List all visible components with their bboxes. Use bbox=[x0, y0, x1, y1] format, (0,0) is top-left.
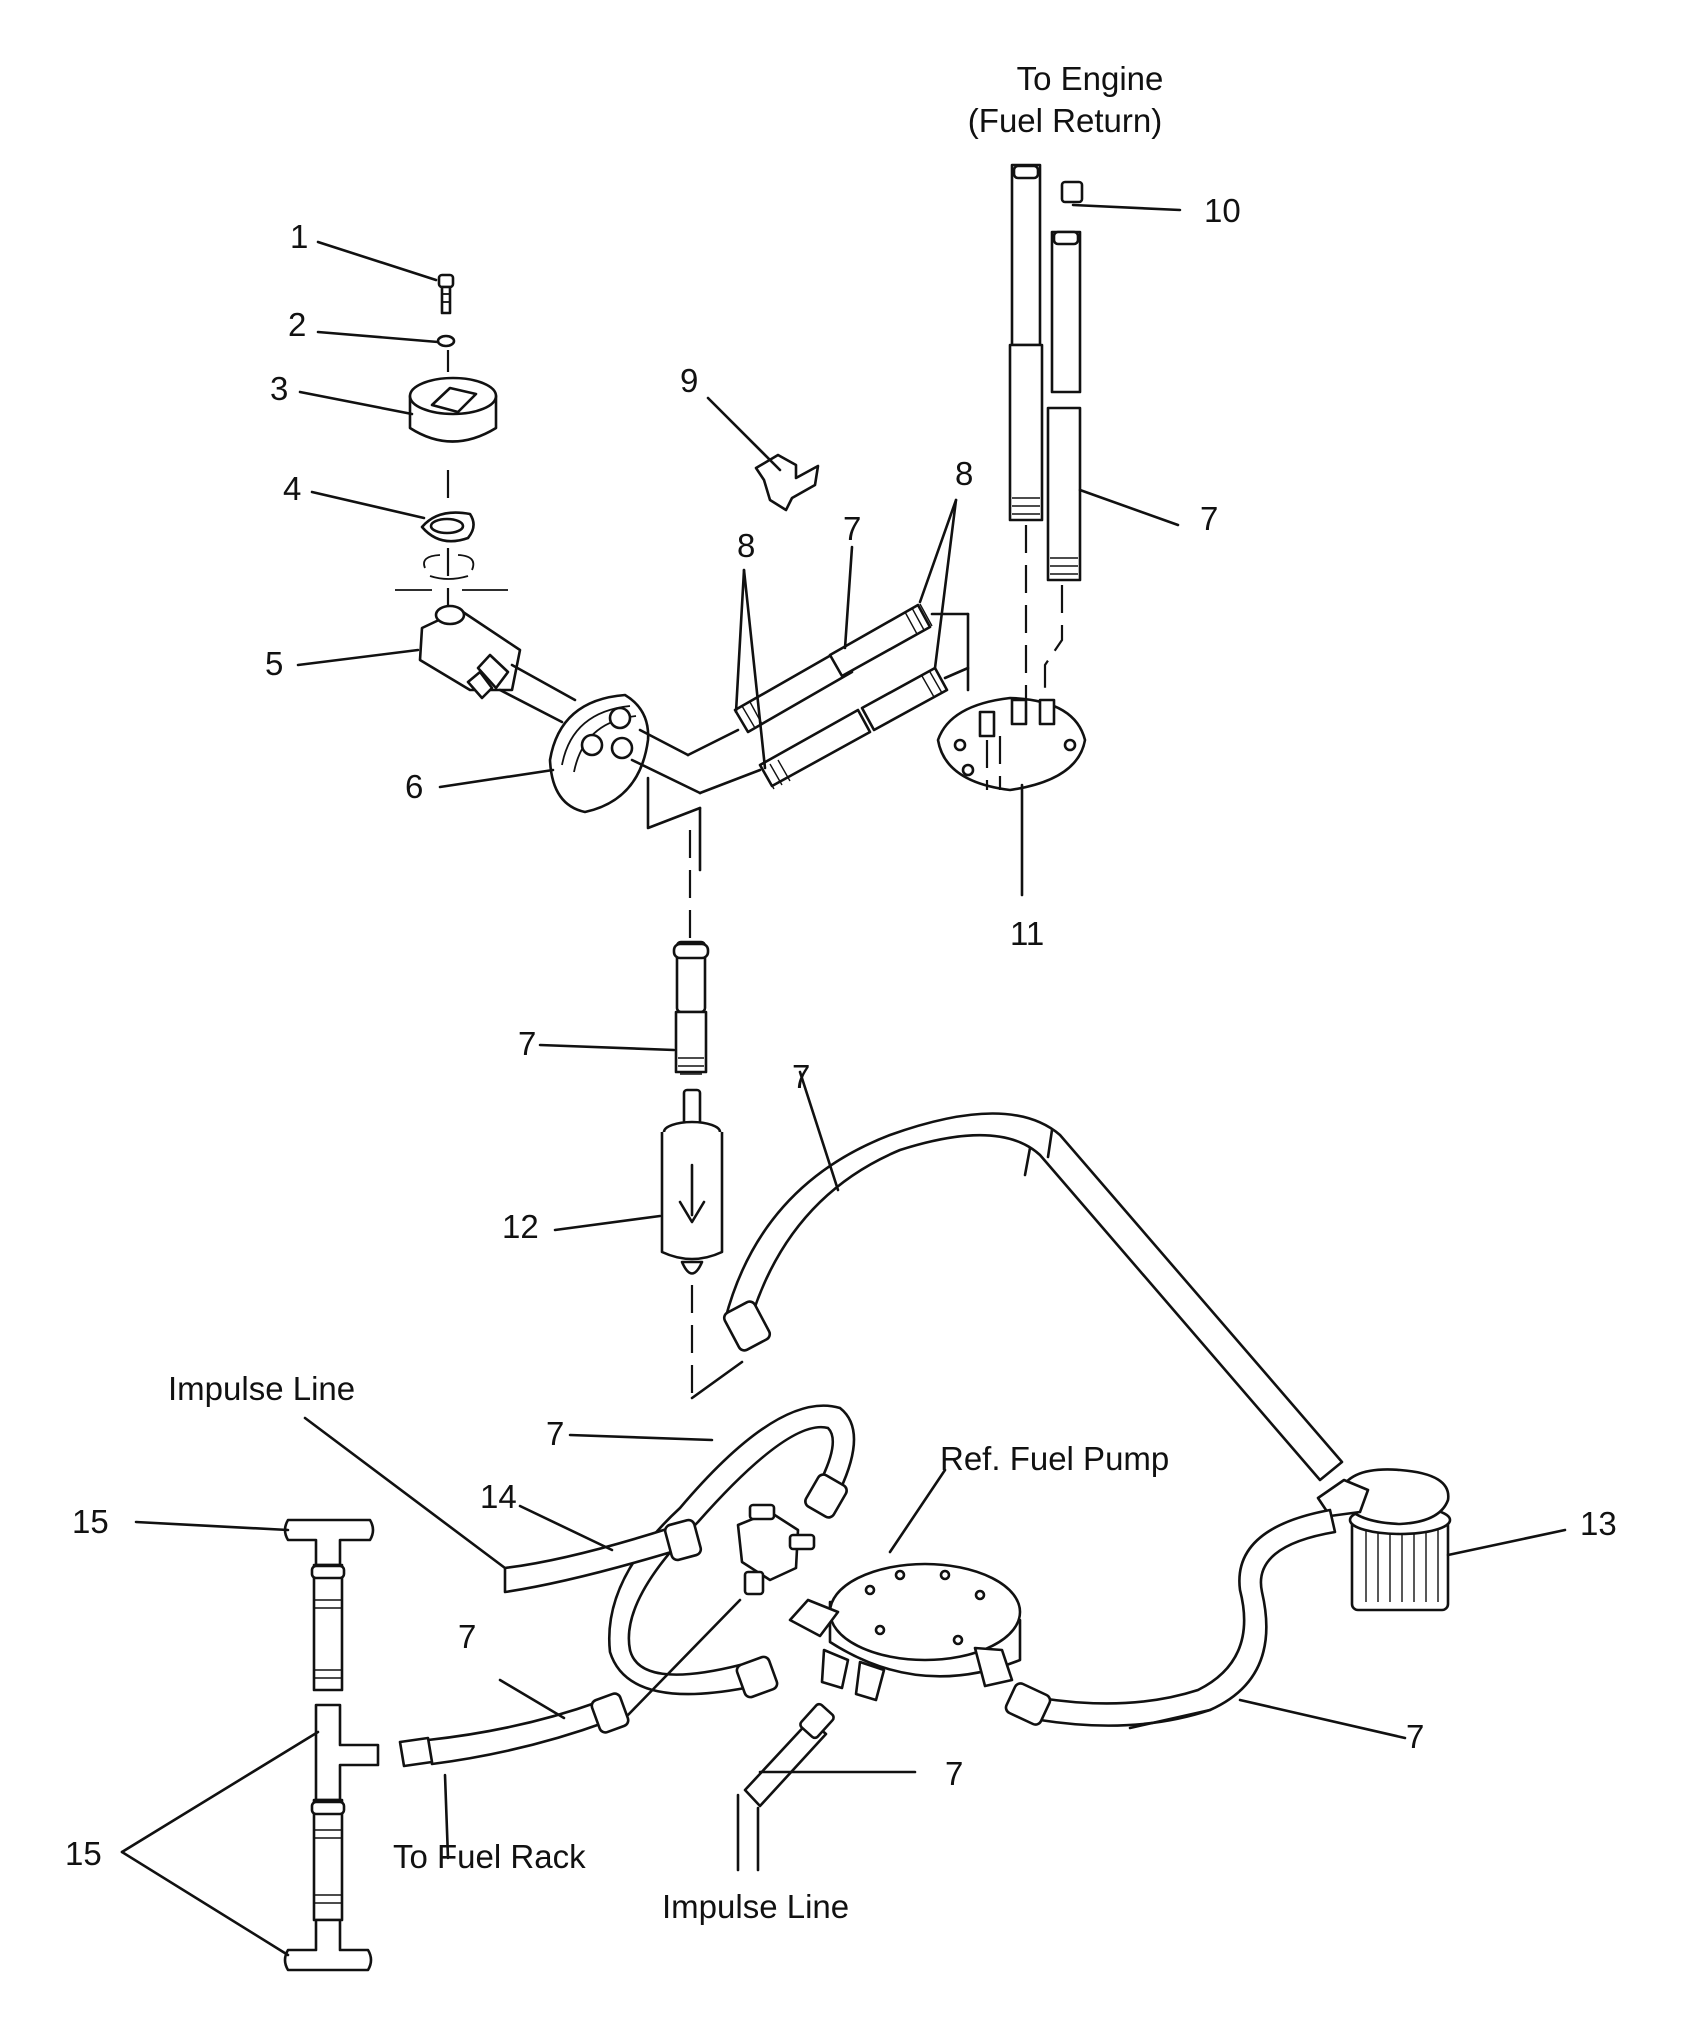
filter-inlet-hose bbox=[672, 940, 710, 1132]
long-feed-hose bbox=[722, 1112, 1344, 1482]
callout-5: 5 bbox=[265, 645, 283, 682]
fuel-filter bbox=[660, 1120, 724, 1275]
callout-10: 10 bbox=[1204, 192, 1241, 229]
callout-7-d: 7 bbox=[792, 1058, 810, 1095]
callout-7-b: 7 bbox=[1200, 500, 1218, 537]
callout-2: 2 bbox=[288, 306, 306, 343]
callout-14: 14 bbox=[480, 1478, 517, 1515]
callout-1: 1 bbox=[290, 218, 308, 255]
fuel-pump bbox=[788, 1562, 1022, 1702]
leader-lines bbox=[120, 203, 1567, 1957]
tee-fitting-top bbox=[283, 1518, 375, 1692]
cap-bolt bbox=[437, 273, 455, 315]
tee-fitting-middle bbox=[314, 1703, 380, 1802]
callout-7-f: 7 bbox=[458, 1618, 476, 1655]
o-ring bbox=[395, 554, 508, 591]
label-impulse-line-top: Impulse Line bbox=[168, 1370, 355, 1407]
cap-gasket bbox=[420, 511, 475, 543]
label-impulse-line-bottom: Impulse Line bbox=[662, 1888, 849, 1925]
cap-washer bbox=[436, 334, 456, 348]
grommet bbox=[548, 693, 650, 814]
callout-9: 9 bbox=[680, 362, 698, 399]
callout-6: 6 bbox=[405, 768, 423, 805]
tank-flange bbox=[936, 696, 1087, 792]
callout-4: 4 bbox=[283, 470, 301, 507]
callout-12: 12 bbox=[502, 1208, 539, 1245]
vent-hose-lower bbox=[758, 666, 949, 790]
callout-13: 13 bbox=[1580, 1505, 1617, 1542]
return-line-right bbox=[1043, 180, 1084, 705]
callout-7-c: 7 bbox=[518, 1025, 536, 1062]
tee-fitting-bottom bbox=[283, 1798, 373, 1972]
impulse-line-top bbox=[303, 1416, 703, 1594]
return-line-left bbox=[1008, 163, 1044, 700]
fuel-pickup-filter bbox=[1316, 1468, 1452, 1612]
pickup-return-hose bbox=[1004, 1508, 1337, 1727]
callout-7-a: 7 bbox=[843, 510, 861, 547]
label-ref-fuel-pump: Ref. Fuel Pump bbox=[940, 1440, 1169, 1477]
label-to-engine: To Engine bbox=[1017, 60, 1164, 97]
filler-neck bbox=[418, 604, 577, 724]
callout-15-a: 15 bbox=[72, 1503, 109, 1540]
vent-hose-upper bbox=[733, 603, 933, 734]
callout-8-a: 8 bbox=[737, 527, 755, 564]
label-fuel-return: (Fuel Return) bbox=[968, 102, 1162, 139]
check-valve bbox=[736, 1503, 816, 1596]
callout-7-h: 7 bbox=[1406, 1718, 1424, 1755]
impulse-line-bottom bbox=[736, 1702, 835, 1872]
callout-7-e: 7 bbox=[546, 1415, 564, 1452]
callout-7-g: 7 bbox=[945, 1755, 963, 1792]
callout-15-b: 15 bbox=[65, 1835, 102, 1872]
callout-11: 11 bbox=[1010, 915, 1044, 952]
label-to-fuel-rack: To Fuel Rack bbox=[393, 1838, 586, 1875]
callout-8-b: 8 bbox=[955, 455, 973, 492]
callout-3: 3 bbox=[270, 370, 288, 407]
hose-clip bbox=[754, 453, 820, 512]
fuel-cap bbox=[408, 376, 498, 443]
